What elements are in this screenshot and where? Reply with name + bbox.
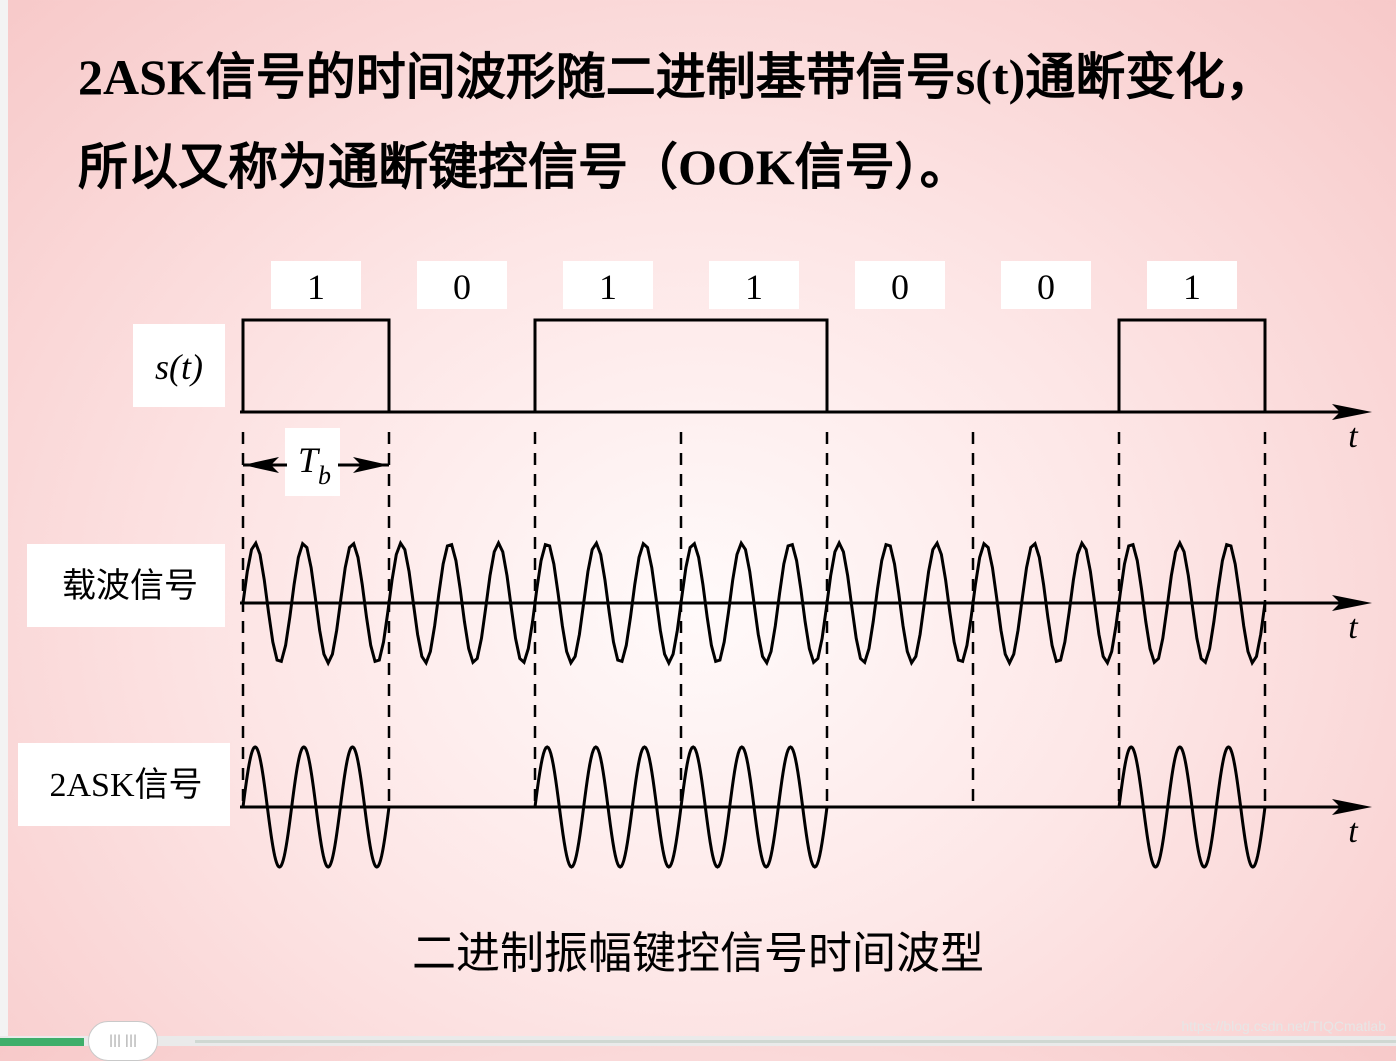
- carrier-label-box: [27, 544, 225, 627]
- period-arrow-right: [353, 457, 389, 473]
- heading-line-2: 所以又称为通断键控信号（OOK信号）。: [78, 139, 970, 195]
- baseband-label-box: [133, 324, 225, 407]
- axis-arrow-head: [1332, 404, 1372, 420]
- bit-label-box: [271, 261, 361, 309]
- bit-labels: 1 0 1 1 0 0 1: [271, 261, 1237, 309]
- bit-boundary-lines: [241, 432, 1267, 810]
- bit-label-box: [855, 261, 945, 309]
- bit-label: 1: [745, 267, 763, 307]
- period-label-subscript: b: [318, 461, 331, 490]
- axis-label-t: t: [1348, 609, 1359, 646]
- ask-label: 2ASK信号: [49, 766, 202, 804]
- period-label-box: [285, 428, 340, 496]
- axis-label-t: t: [1348, 418, 1359, 455]
- bit-period-marker: Tb: [243, 428, 389, 496]
- bit-label-box: [1147, 261, 1237, 309]
- figure-caption: 二进制振幅键控信号时间波型: [412, 929, 984, 978]
- scroll-track: [195, 1040, 1396, 1043]
- period-arrow-left: [243, 457, 279, 473]
- scrollbar-thumb[interactable]: ||| |||: [88, 1021, 158, 1061]
- baseband-waveform: [241, 318, 1267, 414]
- bit-label-box: [709, 261, 799, 309]
- time-axes: t t t: [240, 404, 1372, 850]
- bit-label: 1: [307, 267, 325, 307]
- scroll-progress-fill: [0, 1038, 84, 1046]
- watermark: https://blog.csdn.net/TIQCmatlab: [1181, 1018, 1386, 1034]
- heading-line-1: 2ASK信号的时间波形随二进制基带信号s(t)通断变化，: [78, 49, 1276, 105]
- bit-label-box: [563, 261, 653, 309]
- slide-left-edge: [0, 0, 8, 1046]
- bit-label-box: [1001, 261, 1091, 309]
- bit-label: 0: [891, 267, 909, 307]
- row-labels: s(t) 载波信号 2ASK信号: [18, 324, 230, 826]
- carrier-label: 载波信号: [62, 567, 198, 605]
- axis-arrow-head: [1332, 595, 1372, 611]
- bit-label-box: [417, 261, 507, 309]
- baseband-label: s(t): [155, 347, 203, 387]
- bit-label: 1: [1183, 267, 1201, 307]
- bit-label: 1: [599, 267, 617, 307]
- baseband-signal: [241, 318, 1267, 414]
- bit-label: 0: [453, 267, 471, 307]
- ask-label-box: [18, 743, 230, 826]
- axis-arrow-head: [1332, 799, 1372, 815]
- axis-label-t: t: [1348, 813, 1359, 850]
- horizontal-scrollbar[interactable]: [0, 1036, 1396, 1046]
- bit-label: 0: [1037, 267, 1055, 307]
